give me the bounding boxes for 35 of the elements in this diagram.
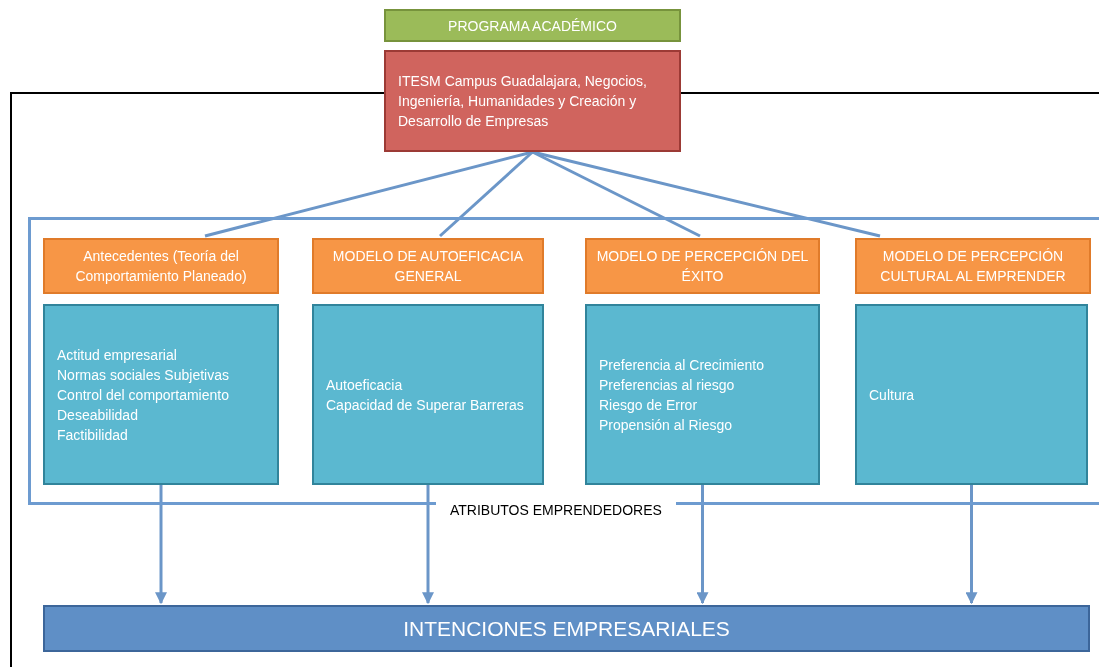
- attribute-text: Cultura: [869, 385, 916, 405]
- attribute-text: Normas sociales Subjetivas: [57, 365, 230, 385]
- attributes-box: [585, 304, 820, 485]
- model-header-box: [585, 238, 820, 294]
- attribute-text: Riesgo de Error: [599, 395, 699, 415]
- attribute-text: Autoeficacia: [326, 375, 404, 395]
- attribute-text: Control del comportamiento: [57, 385, 230, 405]
- attribute-text: Capacidad de Superar Barreras: [326, 395, 525, 415]
- box-label: Antecedentes (Teoría del Comportamiento Planeado): [74, 247, 248, 286]
- attribute-text: Actitud empresarial: [57, 345, 178, 365]
- attributes-box: [855, 304, 1088, 485]
- model-header-box: [855, 238, 1091, 294]
- box-label: ITESM Campus Guadalajara, Negocios, Ingeniería, Humanidades y Creación y Desarrollo de Empresas: [398, 72, 648, 131]
- box-label: PROGRAMA ACADÉMICO: [448, 16, 617, 36]
- box-label: MODELO DE PERCEPCIÓN DEL ÉXITO: [595, 247, 810, 286]
- program-box: [384, 9, 681, 42]
- campus-box: [384, 50, 681, 152]
- attributes-box: [43, 304, 279, 485]
- box-label: MODELO DE AUTOEFICACIA GENERAL: [331, 247, 525, 286]
- arrow: [422, 485, 434, 605]
- attribute-text: Preferencia al Crecimiento: [599, 355, 765, 375]
- arrow: [155, 485, 167, 605]
- attribute-text: Deseabilidad: [57, 405, 139, 425]
- model-header-box: [43, 238, 279, 294]
- attribute-text: Propensión al Riesgo: [599, 415, 734, 435]
- intentions-bar: [43, 605, 1090, 652]
- attributes-box: [312, 304, 544, 485]
- box-label: MODELO DE PERCEPCIÓN CULTURAL AL EMPRENDER: [879, 247, 1067, 286]
- box-label: INTENCIONES EMPRESARIALES: [403, 616, 730, 642]
- connector-line: [439, 150, 534, 238]
- model-header-box: [312, 238, 544, 294]
- arrow: [696, 485, 709, 605]
- attribute-text: Factibilidad: [57, 425, 129, 445]
- attribute-text: Preferencias al riesgo: [599, 375, 736, 395]
- arrow: [965, 485, 978, 605]
